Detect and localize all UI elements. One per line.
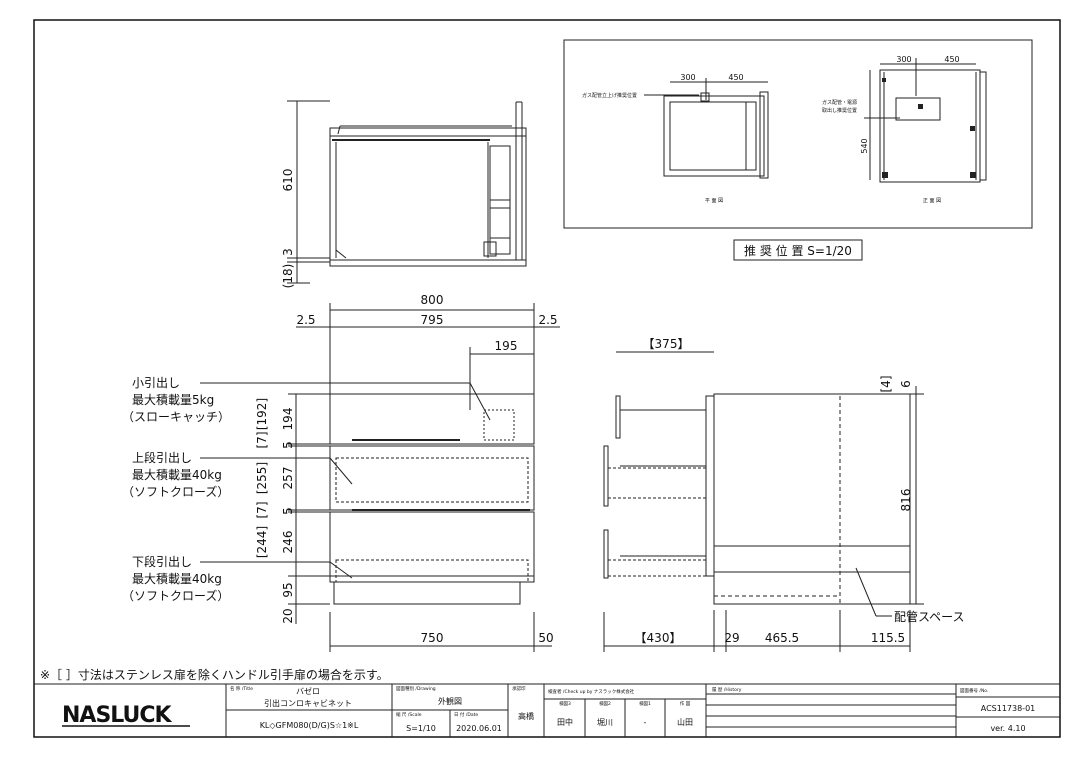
footnote: ※［ ］寸法はステンレス扉を除くハンドル引手扉の場合を示す。	[40, 667, 389, 682]
front-dim-192: [192]	[255, 398, 269, 430]
front-dim-7a: [7]	[255, 432, 269, 449]
inset-dim-540: 540	[860, 138, 869, 153]
inset-plan-label: 平 面 図	[705, 198, 723, 204]
tb-version: ver. 4.10	[990, 724, 1025, 733]
lower-drawer-label-2: 最大積載量40kg	[132, 571, 222, 586]
side-view	[603, 351, 924, 652]
sheet-border	[33, 19, 1061, 738]
tb-check-name-3: -	[644, 718, 647, 727]
tb-drawing-type: 外観図	[438, 696, 462, 706]
tb-check-col-2: 検図2	[599, 700, 611, 707]
front-dim-800: 800	[421, 293, 444, 307]
side-dim-6: 6	[899, 380, 913, 388]
inset-dim-450b: 450	[944, 55, 959, 64]
inset-feet	[882, 78, 976, 178]
front-dim-gap-right: 2.5	[538, 313, 557, 327]
side-dim-29: 29	[724, 631, 739, 645]
tb-check-col-4: 作 図	[680, 700, 691, 707]
side-dim-816: 816	[899, 489, 913, 512]
inset-title: 推 奨 位 置 S=1/20	[744, 243, 852, 258]
front-dim-246: 246	[281, 531, 295, 554]
tb-number: ACS11738-01	[981, 704, 1036, 713]
front-view	[200, 303, 560, 652]
inset-dim-450a: 450	[728, 73, 743, 82]
tb-number-header: 図面番号 /No.	[960, 687, 988, 694]
front-dim-257: 257	[281, 467, 295, 490]
inset-gas-label: ガス配管立上げ推奨位置	[582, 92, 637, 99]
front-dim-255: [255]	[255, 462, 269, 494]
tb-check-name-1: 田中	[557, 717, 573, 727]
lower-drawer-label-1: 下段引出し	[132, 554, 192, 569]
front-dim-195: 195	[495, 339, 518, 353]
inset-box	[563, 39, 1033, 229]
side-dim-465: 465.5	[765, 631, 799, 645]
tb-check-name-4: 山田	[677, 717, 693, 727]
inset-elev-label: 正 面 図	[923, 198, 941, 204]
front-dim-5a: 5	[281, 441, 295, 449]
front-dim-750: 750	[421, 631, 444, 645]
tb-model: KL◇GFM080(D/G)S☆1※L	[260, 721, 359, 730]
tb-check-name-2: 堀川	[597, 718, 613, 727]
upper-drawer-label-2: 最大積載量40kg	[132, 467, 222, 482]
top-view	[287, 100, 527, 284]
side-dim-115: 115.5	[871, 631, 905, 645]
inset-elec-label-2: 取出し推奨位置	[822, 107, 857, 114]
front-dim-gap-left: 2.5	[296, 313, 315, 327]
lower-drawer-label-3: （ソフトクローズ）	[122, 588, 229, 603]
side-dim-375: 【375】	[643, 337, 690, 351]
front-dim-795: 795	[421, 313, 444, 327]
dim-18: (18)	[281, 264, 295, 289]
tb-date: 2020.06.01	[456, 724, 502, 733]
inset-elec-label-1: ガス配管・電源	[822, 99, 857, 106]
inset-dim-300a: 300	[680, 73, 695, 82]
front-dim-50: 50	[538, 631, 553, 645]
side-dim-430: 【430】	[635, 631, 682, 645]
inset-title-box	[733, 239, 863, 261]
pipe-space-label: 配管スペース	[894, 609, 965, 624]
tb-approver: 高橋	[518, 711, 534, 721]
tb-series: バゼロ	[296, 686, 320, 696]
upper-drawer-label-3: （ソフトクローズ）	[122, 484, 229, 499]
front-dim-20: 20	[281, 608, 295, 623]
tb-check-col-3: 検図1	[639, 700, 651, 707]
inset-dim-300b: 300	[896, 55, 911, 64]
small-drawer-label-2: 最大積載量5kg	[132, 392, 214, 407]
tb-check-col-1: 検図3	[559, 700, 571, 707]
small-drawer-label-1: 小引出し	[132, 376, 180, 390]
title-block	[34, 683, 1060, 737]
front-dim-5b: 5	[281, 507, 295, 515]
tb-check-header: 検査者 /Check up by ナスラック株式会社	[548, 688, 635, 695]
tb-item-name: 引出コンロキャビネット	[264, 698, 352, 708]
front-dim-7b: [7]	[255, 502, 269, 519]
tb-title-header: 名 称 /Title	[230, 685, 253, 692]
tb-history-header: 履 歴 /History	[712, 687, 742, 693]
dim-3: 3	[281, 248, 295, 256]
upper-drawer-label-1: 上段引出し	[132, 450, 192, 465]
front-dim-95: 95	[281, 582, 295, 597]
tb-scale: S=1/10	[406, 724, 436, 733]
tb-date-header: 日 付 /Date	[454, 711, 478, 718]
tb-scale-header: 縮 尺 /Scale	[396, 711, 422, 718]
front-dim-244: [244]	[255, 526, 269, 558]
small-drawer-label-3: （スローキャッチ）	[122, 410, 230, 424]
brand-logo: NASLUCK	[62, 703, 173, 728]
dim-610: 610	[281, 169, 295, 192]
tb-approver-header: 承認印	[512, 685, 526, 692]
front-dim-194: 194	[281, 408, 295, 431]
side-dim-4: [4]	[879, 376, 893, 393]
tb-drawing-header: 図面種別 /Drawing	[396, 685, 436, 692]
